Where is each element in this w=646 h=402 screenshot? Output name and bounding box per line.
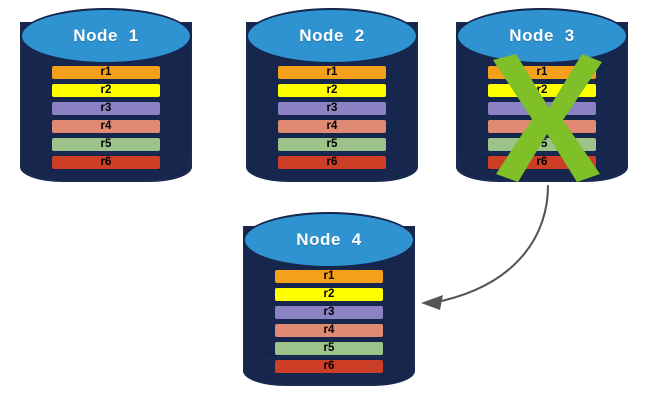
node-4-rows: r1 r2 r3 r4 r5 r6 [243, 269, 415, 374]
node-2-title: Node 2 [299, 26, 365, 45]
row-bar: r3 [486, 101, 598, 116]
row-bar: r3 [273, 305, 385, 320]
node-1-top-cap: Node 1 [20, 8, 192, 64]
row-bar: r2 [273, 287, 385, 302]
row-bar: r4 [486, 119, 598, 134]
row-bar: r6 [276, 155, 388, 170]
node-2-rows: r1 r2 r3 r4 r5 r6 [246, 65, 418, 170]
node-4[interactable]: r1 r2 r3 r4 r5 r6 Node 4 [243, 212, 415, 386]
row-bar: r1 [276, 65, 388, 80]
row-bar: r2 [50, 83, 162, 98]
row-bar: r4 [276, 119, 388, 134]
row-bar: r1 [486, 65, 598, 80]
row-bar: r2 [486, 83, 598, 98]
node-4-title: Node 4 [296, 230, 362, 249]
row-bar: r4 [273, 323, 385, 338]
row-bar: r6 [486, 155, 598, 170]
node-1-title: Node 1 [73, 26, 139, 45]
node-3-top-cap: Node 3 [456, 8, 628, 64]
row-bar: r1 [50, 65, 162, 80]
arrowhead-icon [421, 295, 443, 310]
row-bar: r5 [50, 137, 162, 152]
row-bar: r1 [273, 269, 385, 284]
row-bar: r5 [486, 137, 598, 152]
row-bar: r2 [276, 83, 388, 98]
node-3[interactable]: r1 r2 r3 r4 r5 r6 Node 3 [456, 8, 628, 182]
node-2[interactable]: r1 r2 r3 r4 r5 r6 Node 2 [246, 8, 418, 182]
node-1[interactable]: r1 r2 r3 r4 r5 r6 Node 1 [20, 8, 192, 182]
row-bar: r5 [276, 137, 388, 152]
row-bar: r5 [273, 341, 385, 356]
node-4-top-cap: Node 4 [243, 212, 415, 268]
row-bar: r6 [50, 155, 162, 170]
row-bar: r6 [273, 359, 385, 374]
node-1-rows: r1 r2 r3 r4 r5 r6 [20, 65, 192, 170]
row-bar: r3 [276, 101, 388, 116]
row-bar: r3 [50, 101, 162, 116]
node-2-top-cap: Node 2 [246, 8, 418, 64]
node-3-title: Node 3 [509, 26, 575, 45]
node-3-rows: r1 r2 r3 r4 r5 r6 [456, 65, 628, 170]
row-bar: r4 [50, 119, 162, 134]
